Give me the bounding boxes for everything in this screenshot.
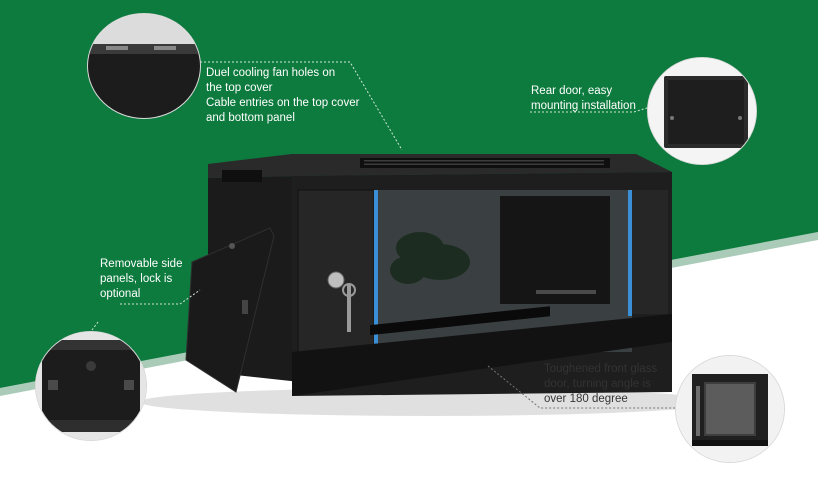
callout-top-fan: Duel cooling fan holes on the top cover	[206, 66, 335, 96]
callout-side-panels-line3: optional	[100, 288, 141, 300]
callout-side-panels-line1: Removable side	[100, 258, 183, 270]
top-cover-detail	[88, 14, 200, 118]
callout-rear-door: Rear door, easy mounting installation	[531, 84, 636, 114]
callout-front-glass-line3: over 180 degree	[544, 393, 628, 405]
rear-door-detail	[648, 58, 756, 164]
callout-rear-door-line1: Rear door, easy	[531, 85, 613, 97]
callout-cable-entries-line2: and bottom panel	[206, 112, 295, 124]
callout-front-glass-line1: Toughened front glass	[544, 363, 658, 375]
callout-front-glass: Toughened front glass door, turning angl…	[544, 362, 657, 407]
callout-top-fan-line1: Duel cooling fan holes on	[206, 67, 336, 79]
callout-side-panels-line2: panels, lock is	[100, 273, 173, 285]
callout-cable-entries: Cable entries on the top cover and botto…	[206, 96, 359, 126]
callout-rear-door-line2: mounting installation	[531, 100, 636, 112]
callout-cable-entries-line1: Cable entries on the top cover	[206, 97, 360, 109]
front-glass-detail	[676, 356, 784, 462]
side-panel-detail	[36, 332, 146, 440]
callout-front-glass-line2: door, turning angle is	[544, 378, 651, 390]
callout-side-panels: Removable side panels, lock is optional	[100, 257, 182, 302]
callout-top-fan-line2: the top cover	[206, 82, 273, 94]
